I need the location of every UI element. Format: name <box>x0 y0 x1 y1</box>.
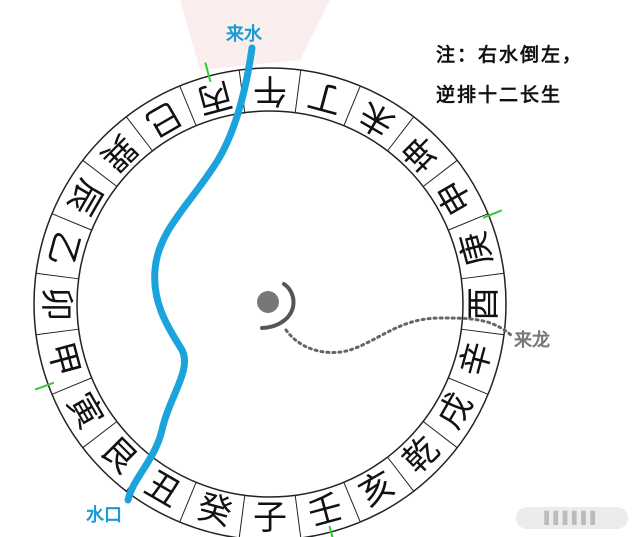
ring-divider <box>82 159 118 187</box>
mountain-char: 辰 <box>59 172 111 221</box>
mountain-char: 壬 <box>304 487 347 534</box>
dragon-line <box>284 316 514 354</box>
background-decor <box>180 0 330 70</box>
ring-divider <box>35 272 79 280</box>
mountain-char: 卯 <box>36 287 76 321</box>
ring-divider <box>294 69 302 113</box>
mountain-char: 庚 <box>453 227 500 270</box>
mountain-char: 丙 <box>193 74 236 121</box>
watermark: ▌▌▌▌▌▌ <box>516 507 628 529</box>
note-line-1: 注：右水倒左， <box>436 44 584 66</box>
center-dot <box>257 291 279 313</box>
ring-divider <box>51 377 92 395</box>
ring-dividers <box>35 69 505 537</box>
green-tick <box>328 525 334 537</box>
water-in-label: 来水 <box>225 23 263 45</box>
ring-divider <box>461 272 505 280</box>
center-arc <box>260 282 296 330</box>
ring-divider <box>343 85 361 126</box>
mountain-char: 乾 <box>395 429 447 481</box>
ring-divider <box>125 116 153 152</box>
ring-divider <box>448 213 489 231</box>
water-out-label: 水口 <box>86 504 122 526</box>
ring-divider <box>448 377 489 395</box>
ring-divider <box>35 328 79 336</box>
mountain-char: 戌 <box>430 386 482 435</box>
dragon-label: 来龙 <box>513 329 550 351</box>
mountain-char: 申 <box>430 172 482 221</box>
mountain-char: 巳 <box>138 93 187 145</box>
ring-divider <box>422 421 458 449</box>
green-tick <box>34 381 55 391</box>
mountain-char: 未 <box>352 93 401 145</box>
mountain-char: 癸 <box>193 487 236 534</box>
water-flow-line <box>124 44 256 504</box>
inner-ring <box>76 110 464 498</box>
mountain-char: 巽 <box>93 127 145 179</box>
ring-divider <box>51 213 92 231</box>
mountain-char: 甲 <box>40 338 87 381</box>
ring-divider <box>238 495 246 537</box>
outer-ring <box>33 67 507 537</box>
mountain-char: 坤 <box>395 127 447 179</box>
mountain-char: 丁 <box>304 74 347 121</box>
mountain-char: 辛 <box>453 338 500 381</box>
mountain-char: 酉 <box>464 287 504 321</box>
ring-divider <box>82 421 118 449</box>
mountain-char: 午 <box>253 70 287 110</box>
ring-divider <box>294 495 302 537</box>
ring-divider <box>179 482 197 523</box>
ring-divider <box>343 482 361 523</box>
green-tick <box>204 62 212 83</box>
mountain-char: 乙 <box>40 227 87 270</box>
green-ticks <box>34 62 503 537</box>
ring-divider <box>387 456 415 492</box>
mountain-char: 寅 <box>59 386 111 435</box>
ring-divider <box>387 116 415 152</box>
mountain-char: 亥 <box>352 464 401 516</box>
ring-divider <box>179 85 197 126</box>
ring-divider <box>461 328 505 336</box>
ring-divider <box>422 159 458 187</box>
mountain-char: 子 <box>253 498 287 537</box>
green-tick <box>482 209 503 219</box>
note-line-2: 逆排十二长生 <box>436 84 563 106</box>
